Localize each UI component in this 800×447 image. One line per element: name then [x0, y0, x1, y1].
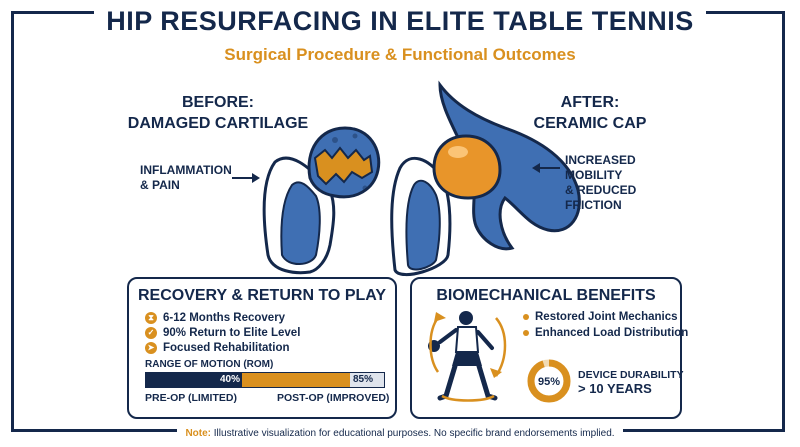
rom-label: RANGE OF MOTION (ROM): [145, 359, 274, 370]
rom-post-value: 85%: [353, 374, 374, 385]
after-title: AFTER: CERAMIC CAP: [533, 94, 647, 132]
page-subtitle: Surgical Procedure & Functional Outcomes: [224, 45, 576, 64]
footer-note: Note: Illustrative visualization for edu…: [0, 428, 800, 439]
rom-pre-fill: [146, 373, 242, 387]
rom-bar: 40% 85%: [145, 372, 385, 388]
before-femur: [262, 126, 381, 275]
bio-item: Restored Joint Mechanics: [523, 311, 678, 323]
rom-pre-label: PRE-OP (LIMITED): [145, 392, 237, 404]
hourglass-icon: ⧗: [145, 312, 157, 324]
durability-percent: 95%: [538, 376, 560, 388]
runner-icon: ➤: [145, 342, 157, 354]
after-hip: [390, 80, 581, 276]
durability-text: DEVICE DURABILITY > 10 YEARS: [578, 369, 684, 396]
rom-post-fill: [242, 373, 350, 387]
rom-post-label: POST-OP (IMPROVED): [277, 392, 390, 404]
recovery-item: ⧗ 6-12 Months Recovery: [145, 312, 285, 324]
recovery-content: ⧗ 6-12 Months Recovery ✓ 90% Return to E…: [127, 0, 397, 447]
recovery-item: ✓ 90% Return to Elite Level: [145, 327, 300, 339]
table-tennis-player-icon: [428, 311, 498, 401]
before-callout: INFLAMMATION & PAIN: [140, 163, 232, 192]
bullet-dot-icon: [523, 330, 529, 336]
recovery-item: ➤ Focused Rehabilitation: [145, 342, 290, 354]
bullet-dot-icon: [523, 314, 529, 320]
bio-item: Enhanced Load Distribution: [523, 327, 688, 339]
after-callout: INCREASED MOBILITY & REDUCED FRICTION: [565, 153, 637, 212]
biomechanics-title: BIOMECHANICAL BENEFITS: [436, 287, 656, 304]
rom-pre-value: 40%: [220, 374, 241, 385]
recovery-title: RECOVERY & RETURN TO PLAY: [137, 287, 387, 304]
page-title: HIP RESURFACING IN ELITE TABLE TENNIS: [0, 6, 800, 37]
motion-arrows-icon: [429, 317, 507, 402]
before-title: BEFORE: DAMAGED CARTILAGE: [127, 94, 309, 132]
durability-donut: [527, 359, 571, 403]
recovery-panel: RECOVERY & RETURN TO PLAY: [127, 277, 397, 419]
check-icon: ✓: [145, 327, 157, 339]
